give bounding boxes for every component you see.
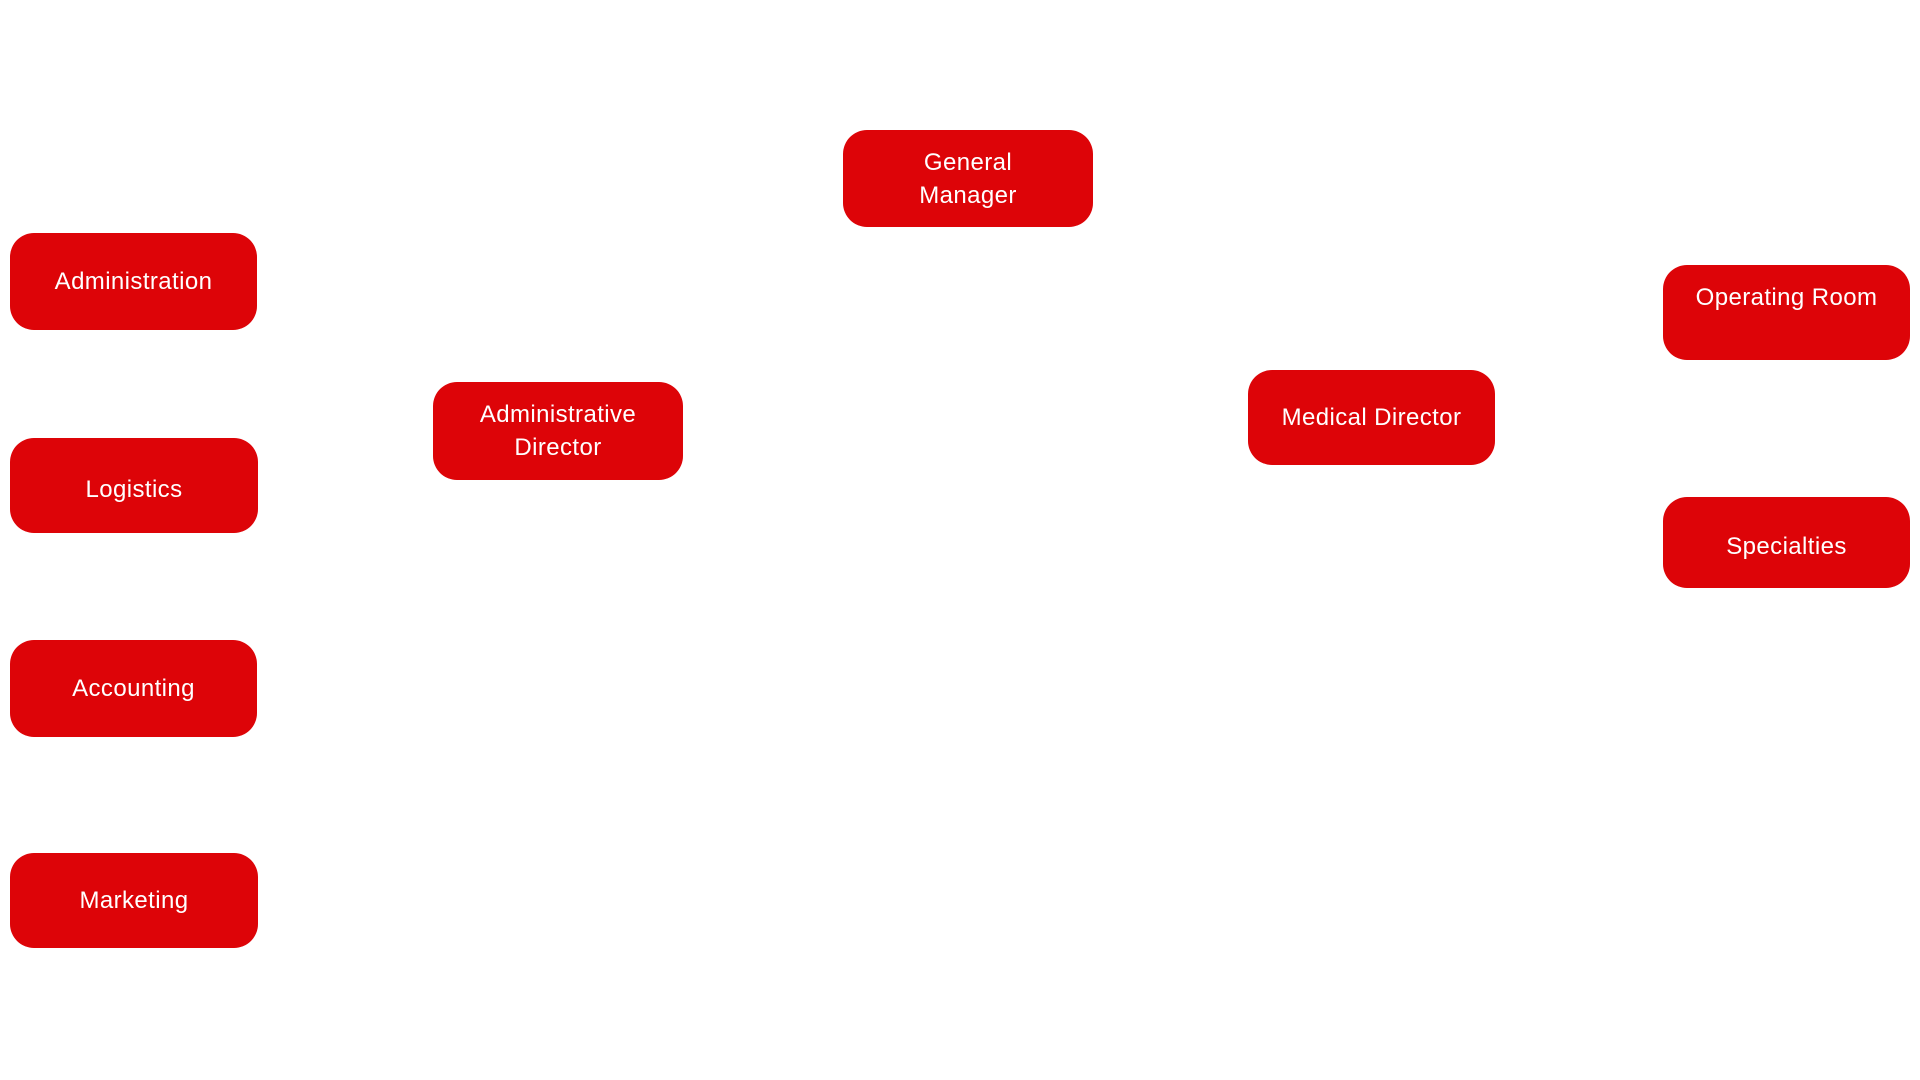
org-node-label: Logistics <box>85 476 183 503</box>
org-node-administrative-director[interactable]: Administrative Director <box>433 382 683 480</box>
org-node-label: Administrative Director <box>479 401 637 461</box>
org-node-label: Marketing <box>79 887 189 914</box>
org-node-label: Specialties <box>1726 533 1847 560</box>
org-node-operating-room[interactable]: Operating Room <box>1663 265 1910 360</box>
org-node-label: Medical Director <box>1281 404 1462 431</box>
org-node-accounting[interactable]: Accounting <box>10 640 257 737</box>
org-node-label: General Manager <box>919 148 1017 209</box>
org-node-specialties[interactable]: Specialties <box>1663 497 1910 588</box>
org-node-general-manager[interactable]: General Manager <box>843 130 1093 227</box>
org-node-label: Operating Room <box>1695 284 1878 311</box>
org-node-medical-director[interactable]: Medical Director <box>1248 370 1495 465</box>
org-node-label: Administration <box>54 268 213 295</box>
org-node-marketing[interactable]: Marketing <box>10 853 258 948</box>
org-node-administration[interactable]: Administration <box>10 233 257 330</box>
org-node-label: Accounting <box>72 675 195 702</box>
org-node-logistics[interactable]: Logistics <box>10 438 258 533</box>
